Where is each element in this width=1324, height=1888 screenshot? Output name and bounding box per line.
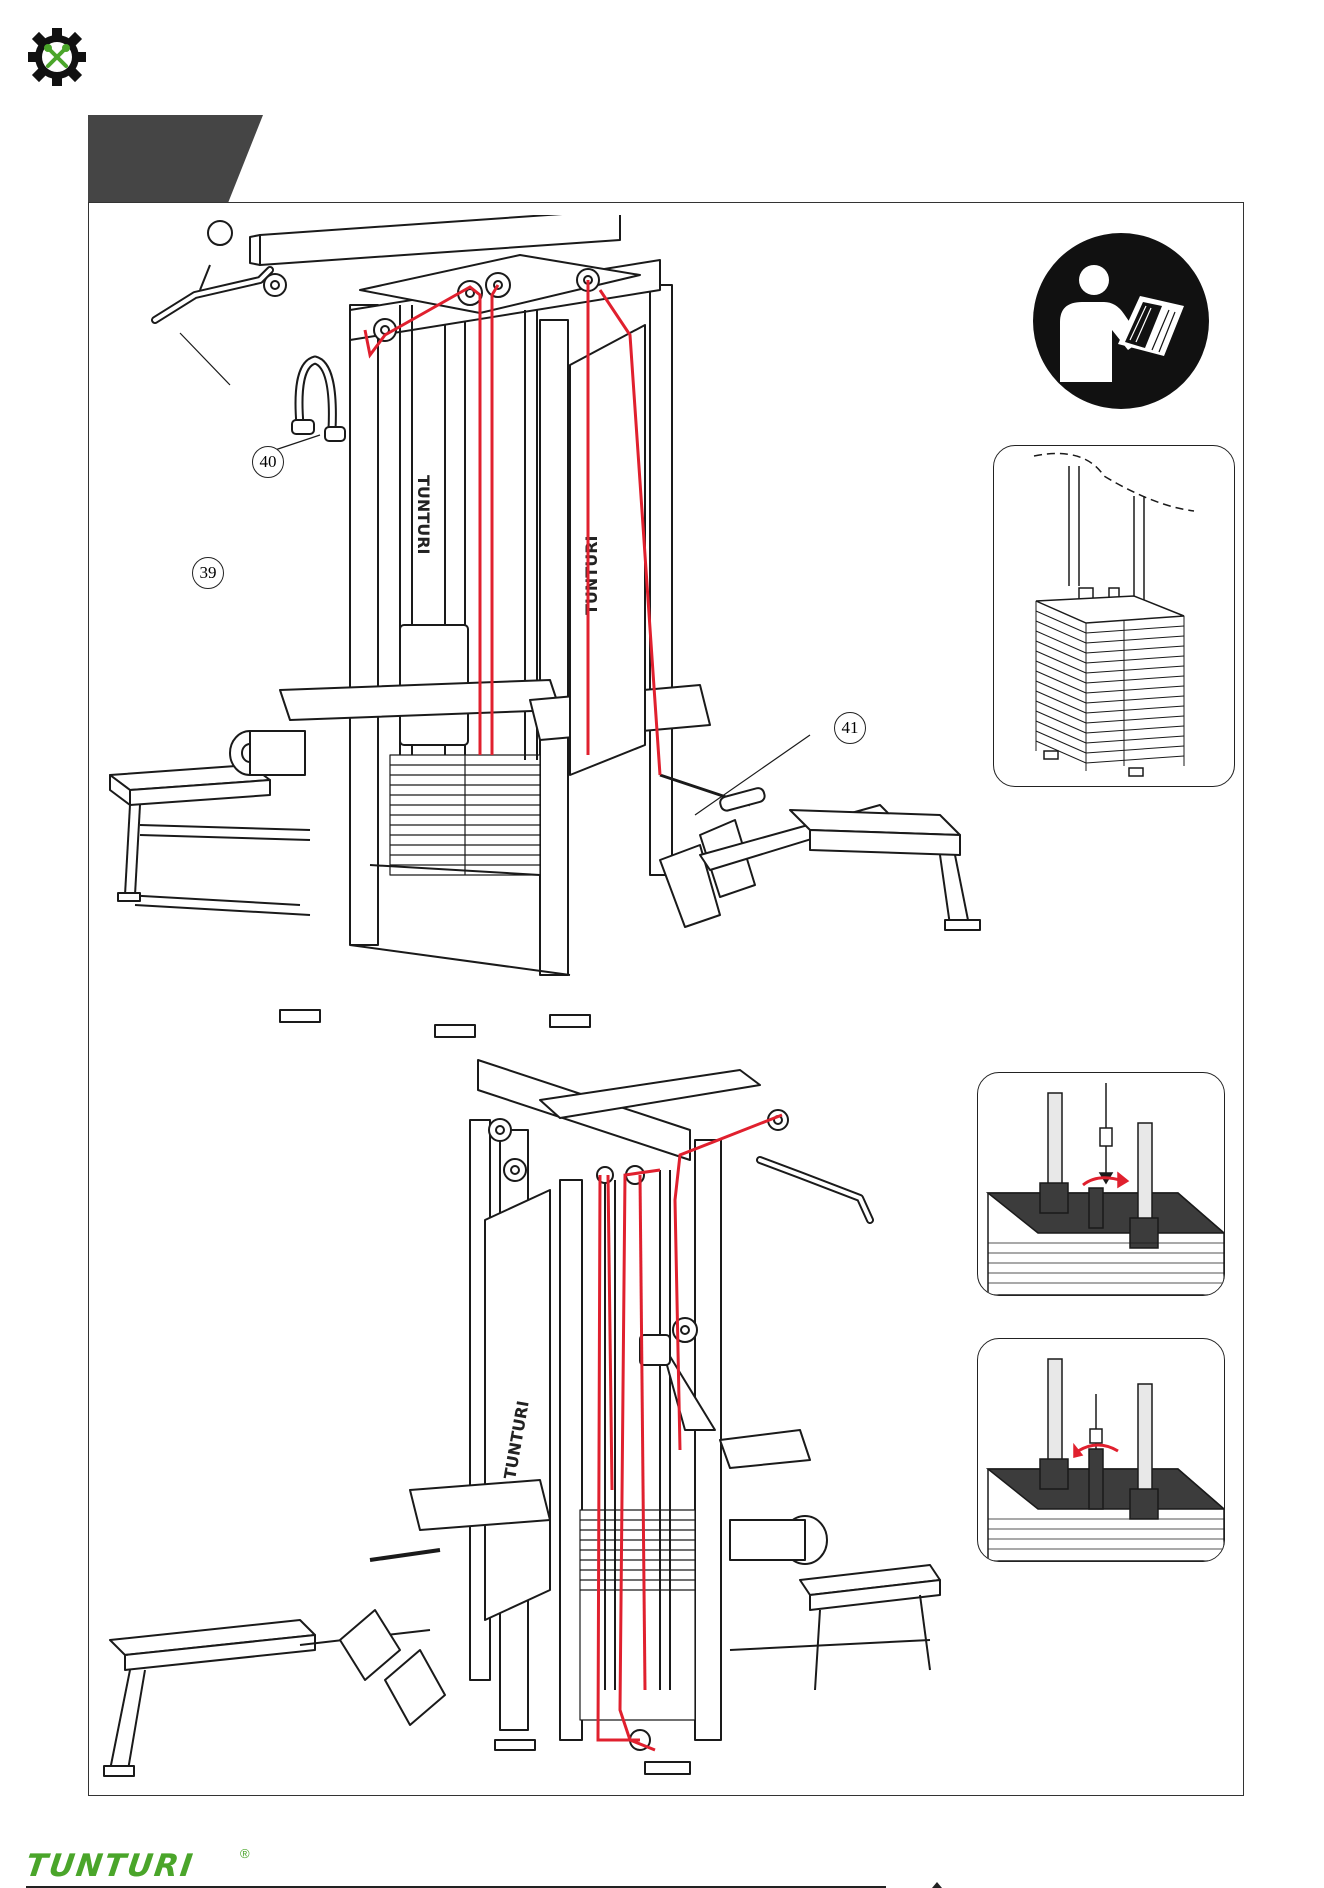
- detail-insert-rod: [977, 1072, 1225, 1296]
- callout-39: 39: [192, 557, 224, 589]
- fasten-nut-detail-drawing: [978, 1339, 1224, 1561]
- tools-gear-icon: [24, 24, 90, 90]
- brand-logo: TUNTURI: [23, 1848, 196, 1884]
- read-manual-icon: [1032, 232, 1210, 410]
- step-tab: [88, 115, 263, 203]
- svg-text:TUNTURI: TUNTURI: [414, 475, 433, 554]
- brand-registered-mark: ®: [240, 1846, 250, 1861]
- weight-stack-detail-drawing: [994, 446, 1234, 786]
- detail-weight-stack: [993, 445, 1235, 787]
- callout-41: 41: [834, 712, 866, 744]
- svg-text:TUNTURI: TUNTURI: [582, 536, 601, 615]
- machine-illustration-bottom: TUNTURI: [100, 1050, 980, 1780]
- insert-rod-detail-drawing: [978, 1073, 1224, 1295]
- machine-illustration-top: TUNTURI TUNTURI: [100, 215, 1080, 1045]
- footer-mark: [932, 1882, 942, 1888]
- detail-fasten-nut: [977, 1338, 1225, 1562]
- callout-40: 40: [252, 446, 284, 478]
